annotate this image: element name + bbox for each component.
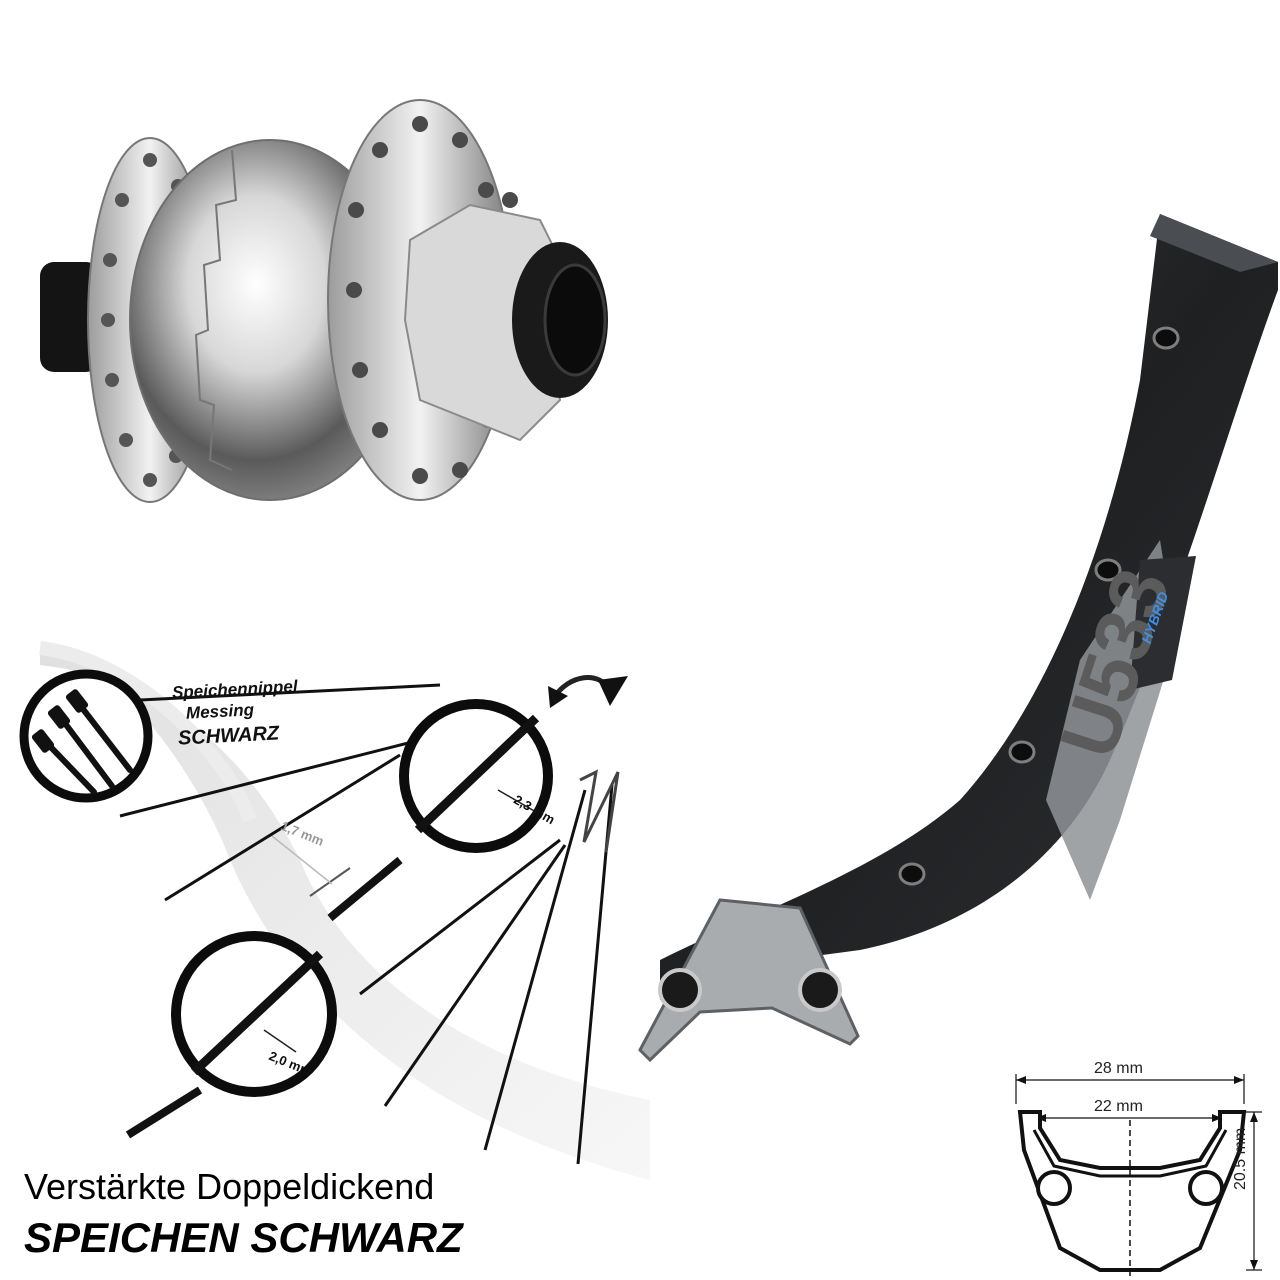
headline-line1: Verstärkte Doppeldickend xyxy=(24,1166,435,1207)
profile-inner-width: 22 mm xyxy=(1094,1098,1143,1115)
profile-height: 20.5 mm xyxy=(1232,1127,1249,1190)
profile-outer-width: 28 mm xyxy=(1094,1060,1143,1077)
headline-line2: SPEICHEN SCHWARZ xyxy=(24,1214,463,1261)
nipple-label-line2: Messing xyxy=(185,700,255,723)
